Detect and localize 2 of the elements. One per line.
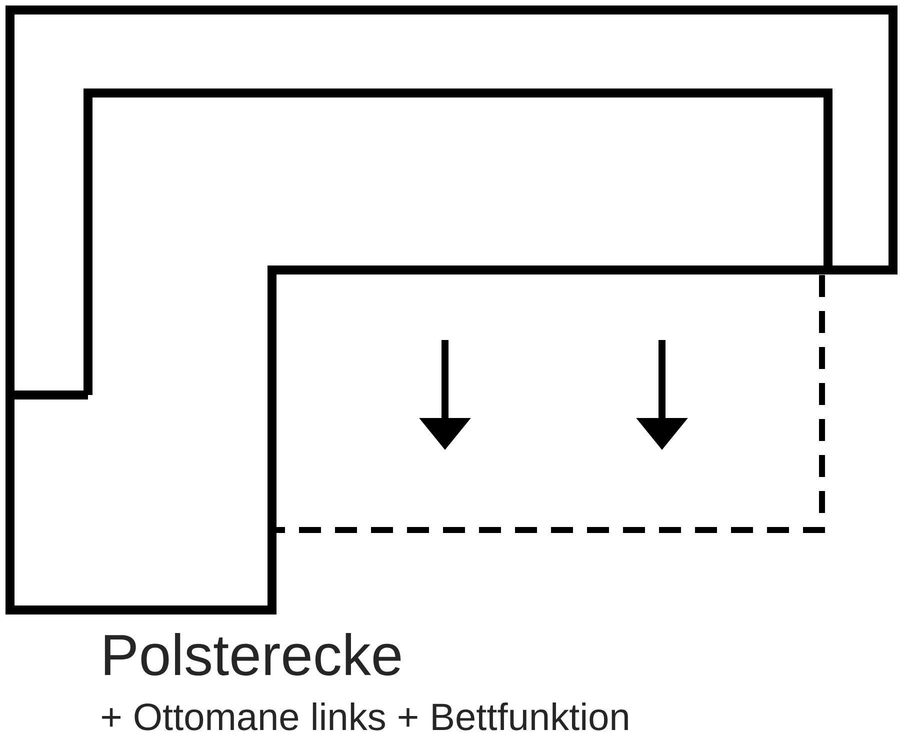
title: Polsterecke <box>104 632 401 676</box>
caption: + Ottomane links + Bettfunktion <box>102 702 628 730</box>
